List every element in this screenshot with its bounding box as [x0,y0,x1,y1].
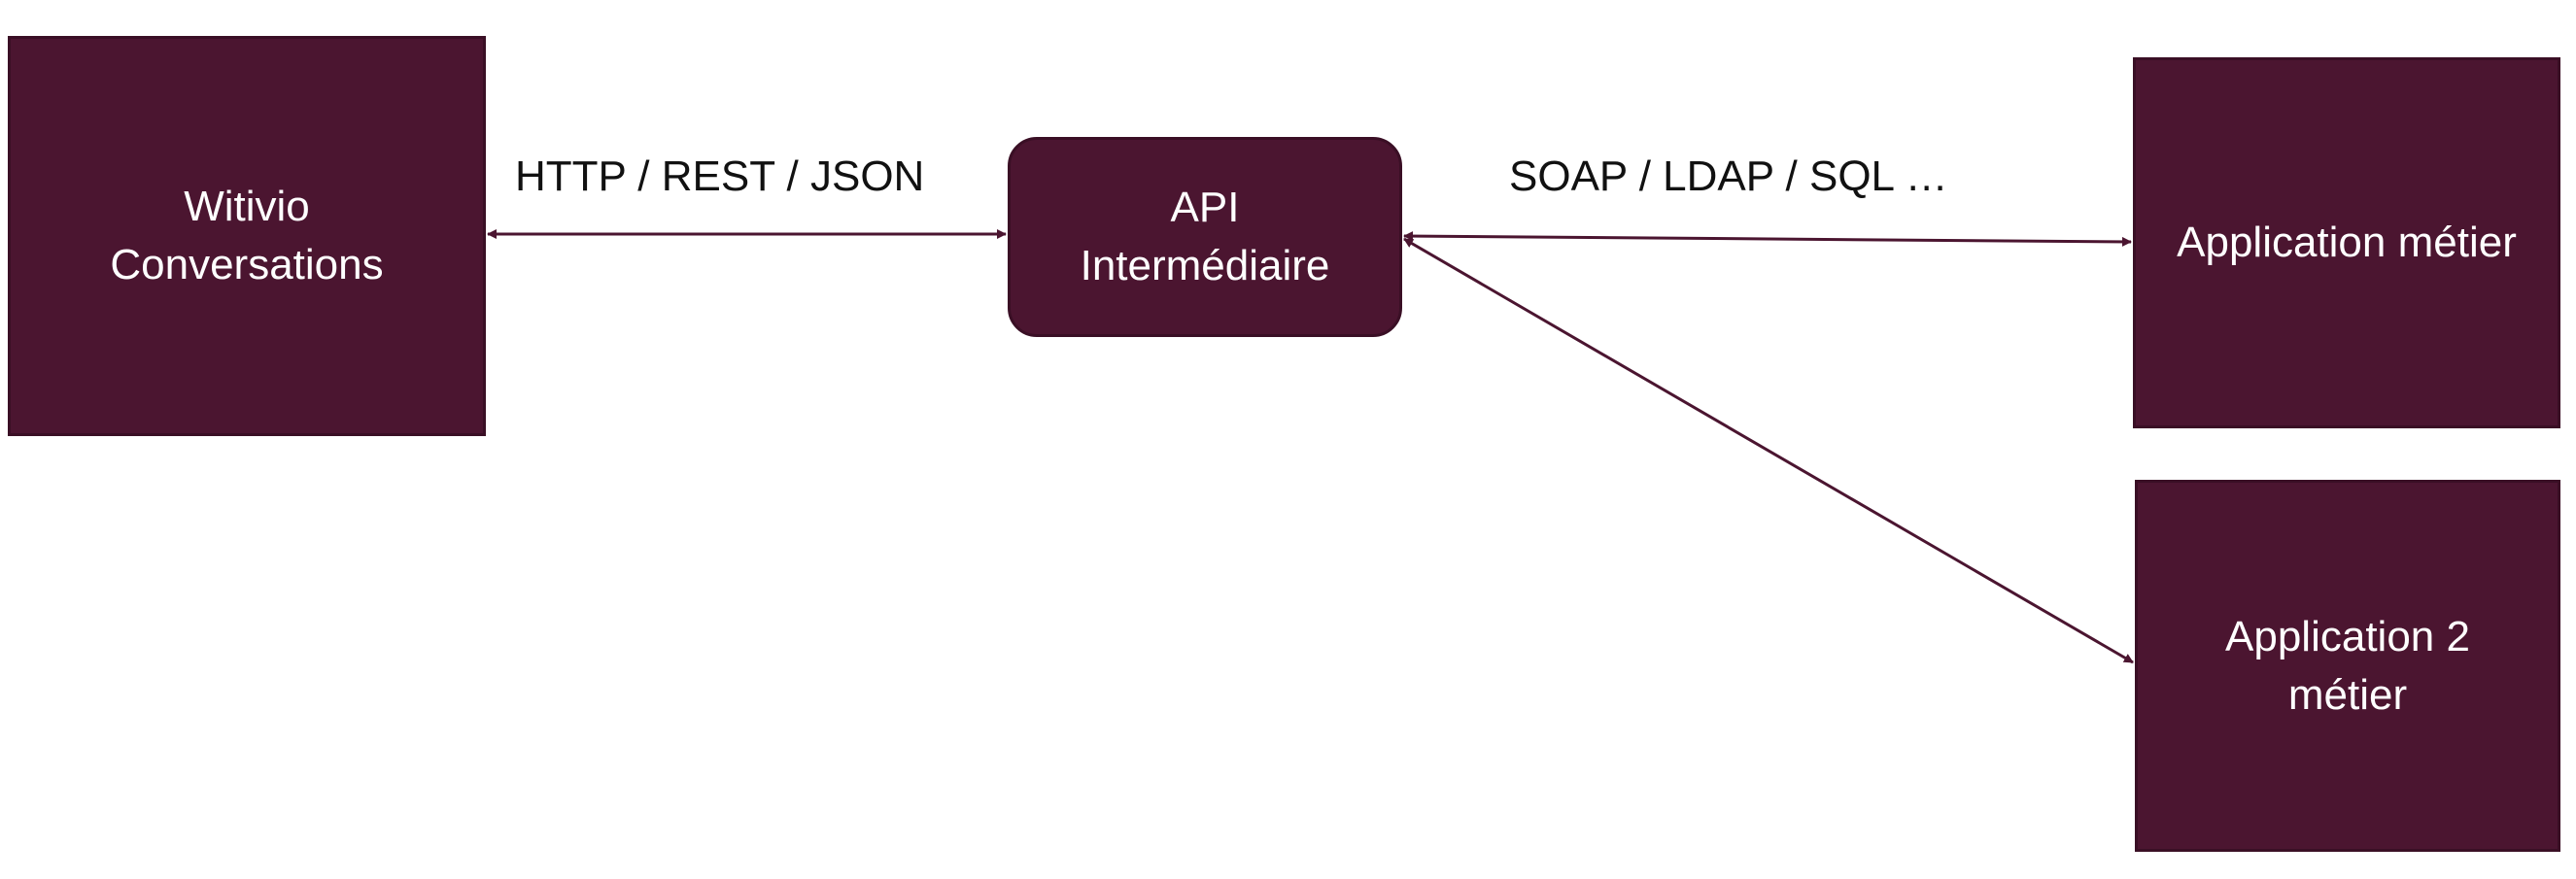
connector-api-app2 [1403,237,2134,664]
witivio-conversations-box: Witivio Conversations [8,36,486,436]
app1-label-line-1: Application métier [2177,219,2517,266]
application-2-metier-box: Application 2 métier [2135,480,2560,852]
witivio-label-line-2: Conversations [110,241,384,288]
connector-api-app1 [1403,231,2132,247]
app2-label-line-2: métier [2287,670,2408,719]
app2-label-line-1: Application 2 [2225,612,2470,660]
api-label-line-2: Intermédiaire [1080,242,1330,289]
left-protocol-label: HTTP / REST / JSON [515,152,925,200]
api-intermediaire-box: API Intermédiaire [1008,137,1402,337]
right-protocol-label: SOAP / LDAP / SQL … [1509,152,1948,200]
witivio-label-line-1: Witivio [184,183,310,230]
application-metier-box: Application métier [2133,57,2560,428]
api-label-line-1: API [1170,184,1240,231]
